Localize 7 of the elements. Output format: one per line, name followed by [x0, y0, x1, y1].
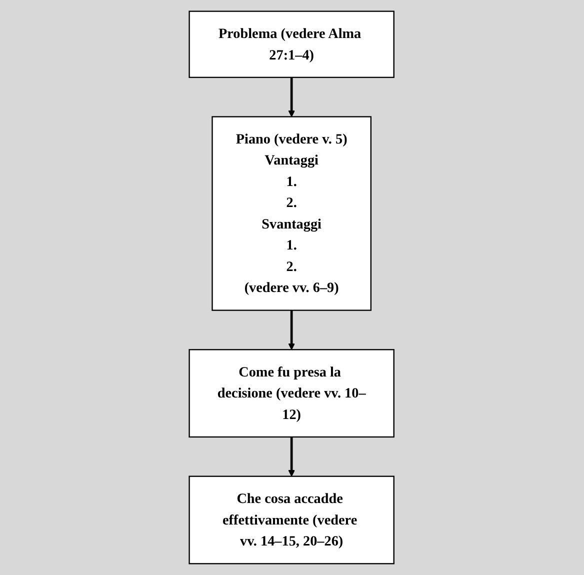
arrow — [288, 437, 296, 477]
arrow — [288, 310, 296, 350]
arrow — [288, 77, 296, 118]
node-box: Che cosa accadde effettivamente (vedere vv. 14–15, 20–26) — [189, 476, 395, 564]
node-box: Come fu presa la decisione (vedere vv. 10–12) — [189, 349, 395, 438]
node-box: Problema (vedere Alma 27:1–4) — [189, 10, 395, 78]
node-box: Piano (vedere v. 5) Vantaggi 1. 2. Svantaggi 1. 2. (vedere vv. 6–9) — [212, 116, 372, 311]
